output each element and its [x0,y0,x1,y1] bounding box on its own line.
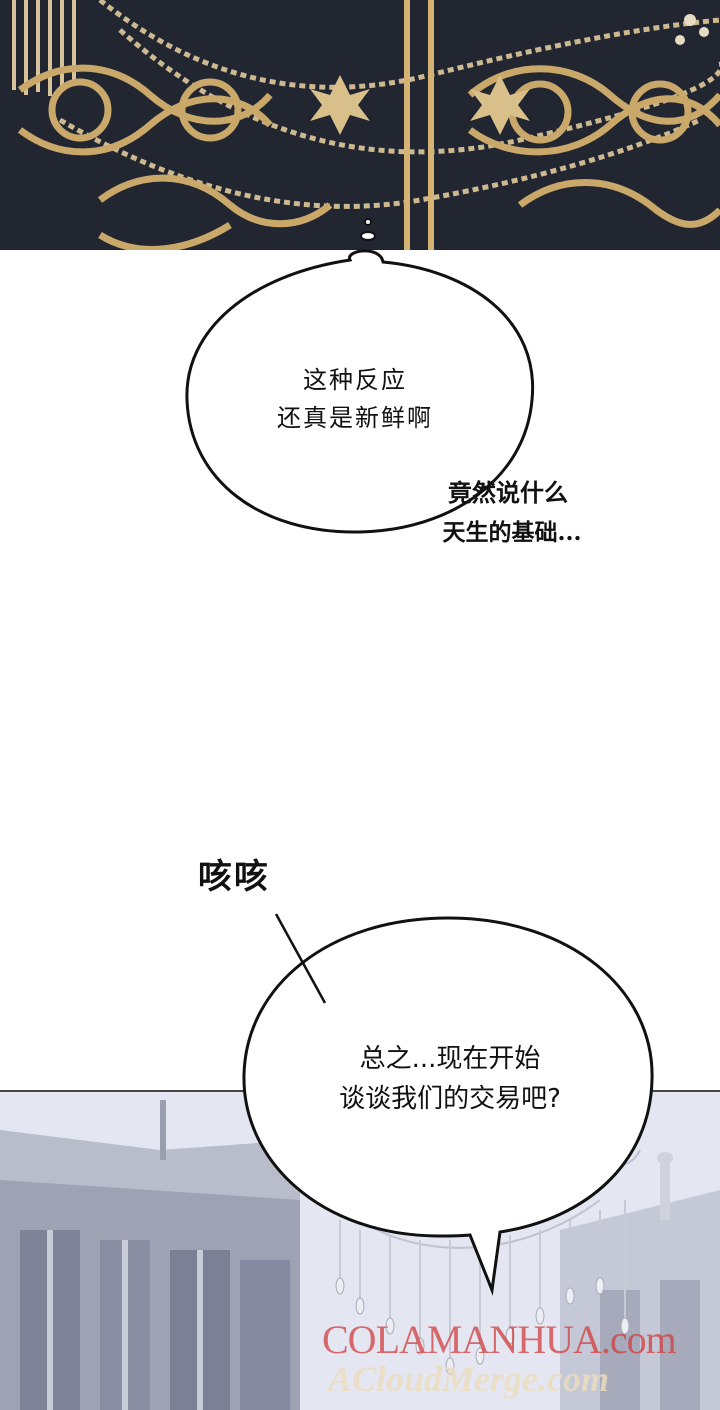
watermark-colamanhua: COLAMANHUA.com [322,1317,677,1362]
bubble2-line1: 总之...现在开始 [359,1044,541,1074]
watermark-acloudmerge: ACloudMerge.com [328,1359,610,1399]
cough-sfx: 咳咳 [198,857,270,897]
aside-line2: 天生的基础... [442,519,582,546]
aside-line1: 竟然说什么 [448,478,568,507]
castle-chandelier-art [0,1090,720,1410]
bubble1-line2: 还真是新鲜啊 [277,404,433,432]
top-panel-illustration [0,0,720,250]
bubble1-line1: 这种反应 [303,366,407,394]
bubble2-line2: 谈谈我们的交易吧? [339,1084,561,1114]
bottom-panel-illustration [0,1090,720,1410]
ornamental-cloth-art [0,0,720,250]
